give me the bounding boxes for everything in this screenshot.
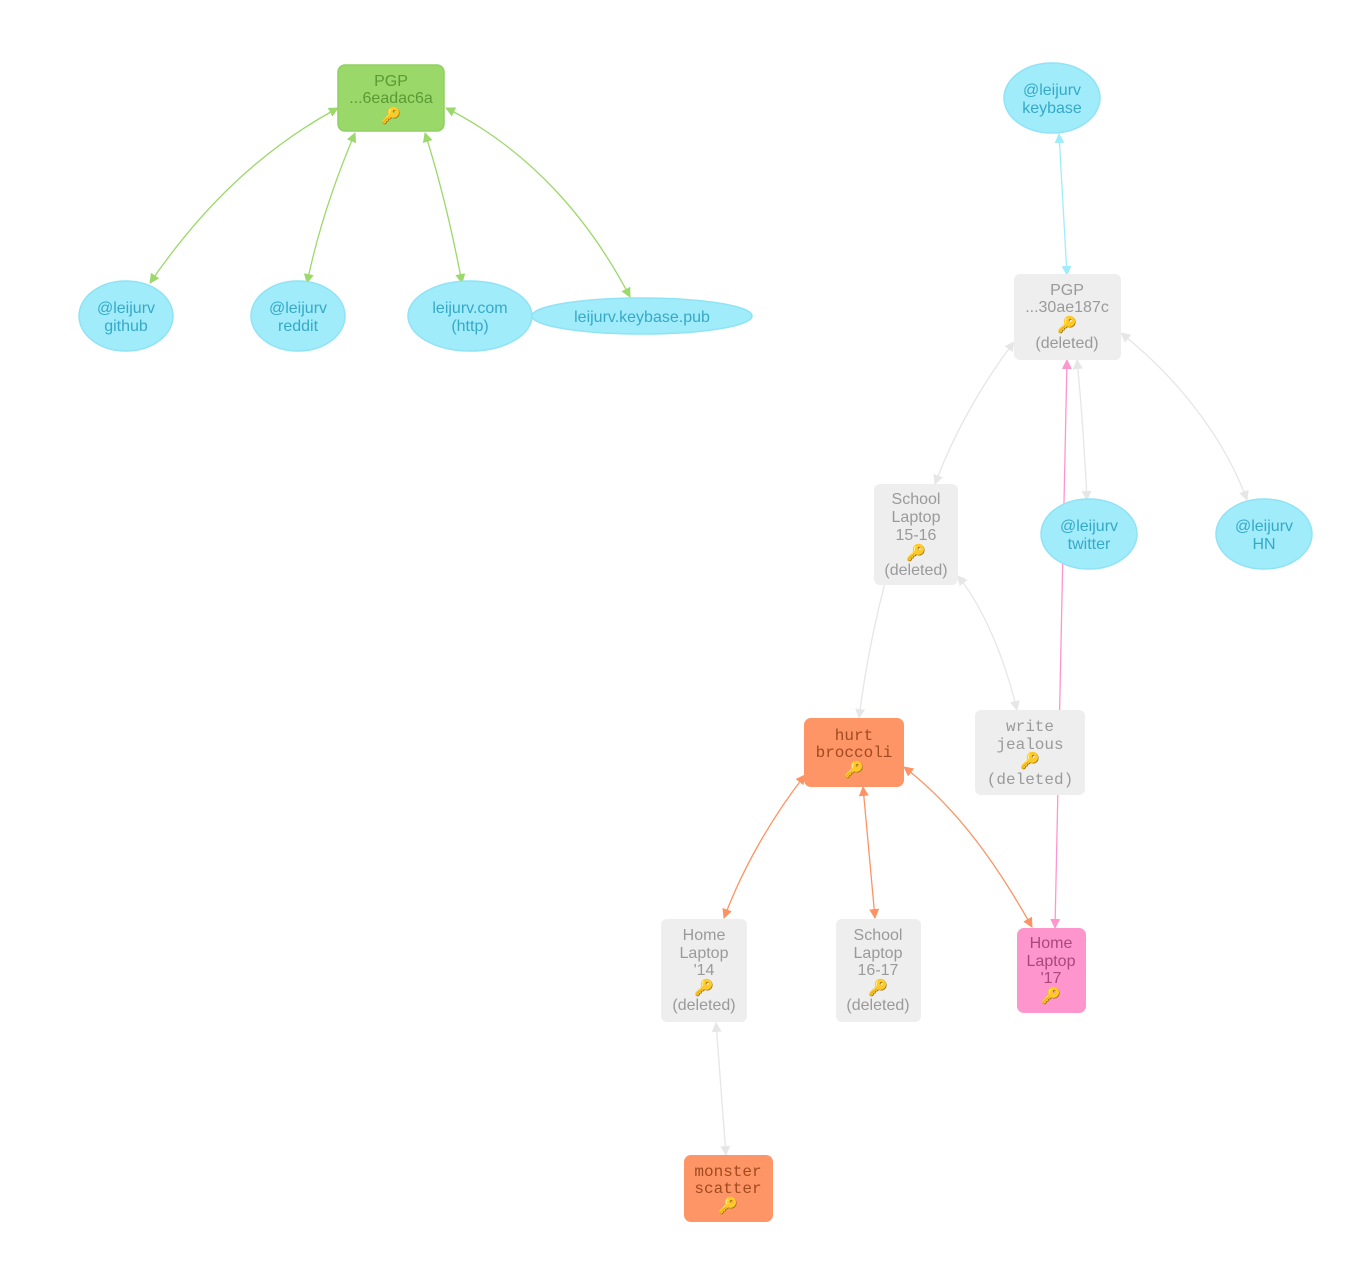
node-label: (http) xyxy=(451,318,488,335)
node-label: 15-16 xyxy=(896,527,937,544)
node-label: twitter xyxy=(1068,536,1111,553)
key-icon: 🔑 xyxy=(1041,986,1061,1005)
device-node-school-laptop-15-16: School Laptop 15-16 🔑 (deleted) xyxy=(874,484,958,585)
node-label: Laptop xyxy=(1027,953,1076,970)
identity-node-website: leijurv.com (http) xyxy=(407,280,533,352)
edge-pgp2-hn xyxy=(1120,332,1249,501)
node-label: broccoli xyxy=(816,744,893,762)
deleted-label: (deleted) xyxy=(987,771,1073,789)
node-label: School xyxy=(892,491,941,508)
identity-node-twitter: @leijurv twitter xyxy=(1040,498,1138,570)
node-label: Home xyxy=(1030,935,1073,952)
key-icon: 🔑 xyxy=(381,106,401,125)
device-node-school-laptop-16-17: School Laptop 16-17 🔑 (deleted) xyxy=(836,919,921,1022)
edge-pgp1-kbpub xyxy=(445,107,631,298)
paperkey-node-monster-scatter: monster scatter 🔑 xyxy=(684,1155,773,1222)
identity-node-keybase-pub: leijurv.keybase.pub xyxy=(531,297,753,335)
node-label: Laptop xyxy=(854,945,903,962)
edge-hb-hl14 xyxy=(722,774,806,919)
edge-hl14-ms xyxy=(711,1022,731,1156)
node-label: github xyxy=(104,318,148,335)
edge-pgp1-github xyxy=(149,107,339,284)
identity-node-reddit: @leijurv reddit xyxy=(250,280,346,352)
identity-node-github: @leijurv github xyxy=(78,280,174,352)
node-label: @leijurv xyxy=(1023,82,1081,99)
node-label: 16-17 xyxy=(858,962,899,979)
node-label: jealous xyxy=(996,736,1063,754)
node-label: Laptop xyxy=(892,509,941,526)
node-label: School xyxy=(854,927,903,944)
edge-keybase-pgp2 xyxy=(1054,133,1072,276)
node-label: '17 xyxy=(1041,970,1062,987)
node-label: Laptop xyxy=(680,945,729,962)
paperkey-node-write-jealous: write jealous 🔑 (deleted) xyxy=(975,710,1085,795)
key-icon: 🔑 xyxy=(906,543,926,562)
node-label: leijurv.com xyxy=(432,300,507,317)
key-icon: 🔑 xyxy=(868,978,888,997)
deleted-label: (deleted) xyxy=(846,997,909,1014)
key-icon: 🔑 xyxy=(718,1196,738,1215)
pgp-key-node-6eadac6a: PGP ...6eadac6a 🔑 xyxy=(337,64,445,132)
edge-pgp2-hl17 xyxy=(1050,359,1072,929)
edge-pgp1-reddit xyxy=(303,132,357,284)
node-label: Home xyxy=(683,927,726,944)
identity-node-hn: @leijurv HN xyxy=(1215,498,1313,570)
key-icon: 🔑 xyxy=(694,978,714,997)
deleted-label: (deleted) xyxy=(884,562,947,579)
key-icon: 🔑 xyxy=(1020,751,1040,770)
node-label: @leijurv xyxy=(1235,518,1293,535)
edge-pgp1-web xyxy=(422,132,466,284)
edge-pgp2-twitter xyxy=(1072,359,1092,501)
node-label: scatter xyxy=(694,1180,761,1198)
device-node-home-laptop-17: Home Laptop '17 🔑 xyxy=(1017,928,1086,1013)
node-label: hurt xyxy=(835,727,873,745)
node-label: PGP xyxy=(1050,282,1084,299)
edge-sl1516-hb xyxy=(855,574,890,719)
node-label: keybase xyxy=(1022,100,1082,117)
edge-pgp2-sl1516 xyxy=(933,341,1015,485)
node-label: write xyxy=(1006,718,1054,736)
node-label: ...6eadac6a xyxy=(349,90,433,107)
edge-hb-sl1617 xyxy=(858,786,880,919)
node-label: @leijurv xyxy=(1060,518,1118,535)
node-label: HN xyxy=(1252,536,1275,553)
device-node-home-laptop-14: Home Laptop '14 🔑 (deleted) xyxy=(661,919,747,1022)
node-label: @leijurv xyxy=(97,300,155,317)
node-label: ...30ae187c xyxy=(1025,299,1109,316)
key-icon: 🔑 xyxy=(1057,315,1077,334)
edge-sl1516-wj xyxy=(957,575,1020,711)
deleted-label: (deleted) xyxy=(1035,335,1098,352)
node-label: leijurv.keybase.pub xyxy=(574,309,710,326)
paperkey-node-hurt-broccoli: hurt broccoli 🔑 xyxy=(804,718,904,787)
pgp-key-node-30ae187c: PGP ...30ae187c 🔑 (deleted) xyxy=(1014,274,1121,360)
edge-hb-hl17 xyxy=(903,766,1033,928)
node-label: '14 xyxy=(694,962,715,979)
node-label: @leijurv xyxy=(269,300,327,317)
identity-node-keybase: @leijurv keybase xyxy=(1003,62,1101,134)
node-label: reddit xyxy=(278,318,319,335)
deleted-label: (deleted) xyxy=(672,997,735,1014)
node-label: PGP xyxy=(374,73,408,90)
key-icon: 🔑 xyxy=(844,760,864,779)
node-label: monster xyxy=(694,1163,761,1181)
